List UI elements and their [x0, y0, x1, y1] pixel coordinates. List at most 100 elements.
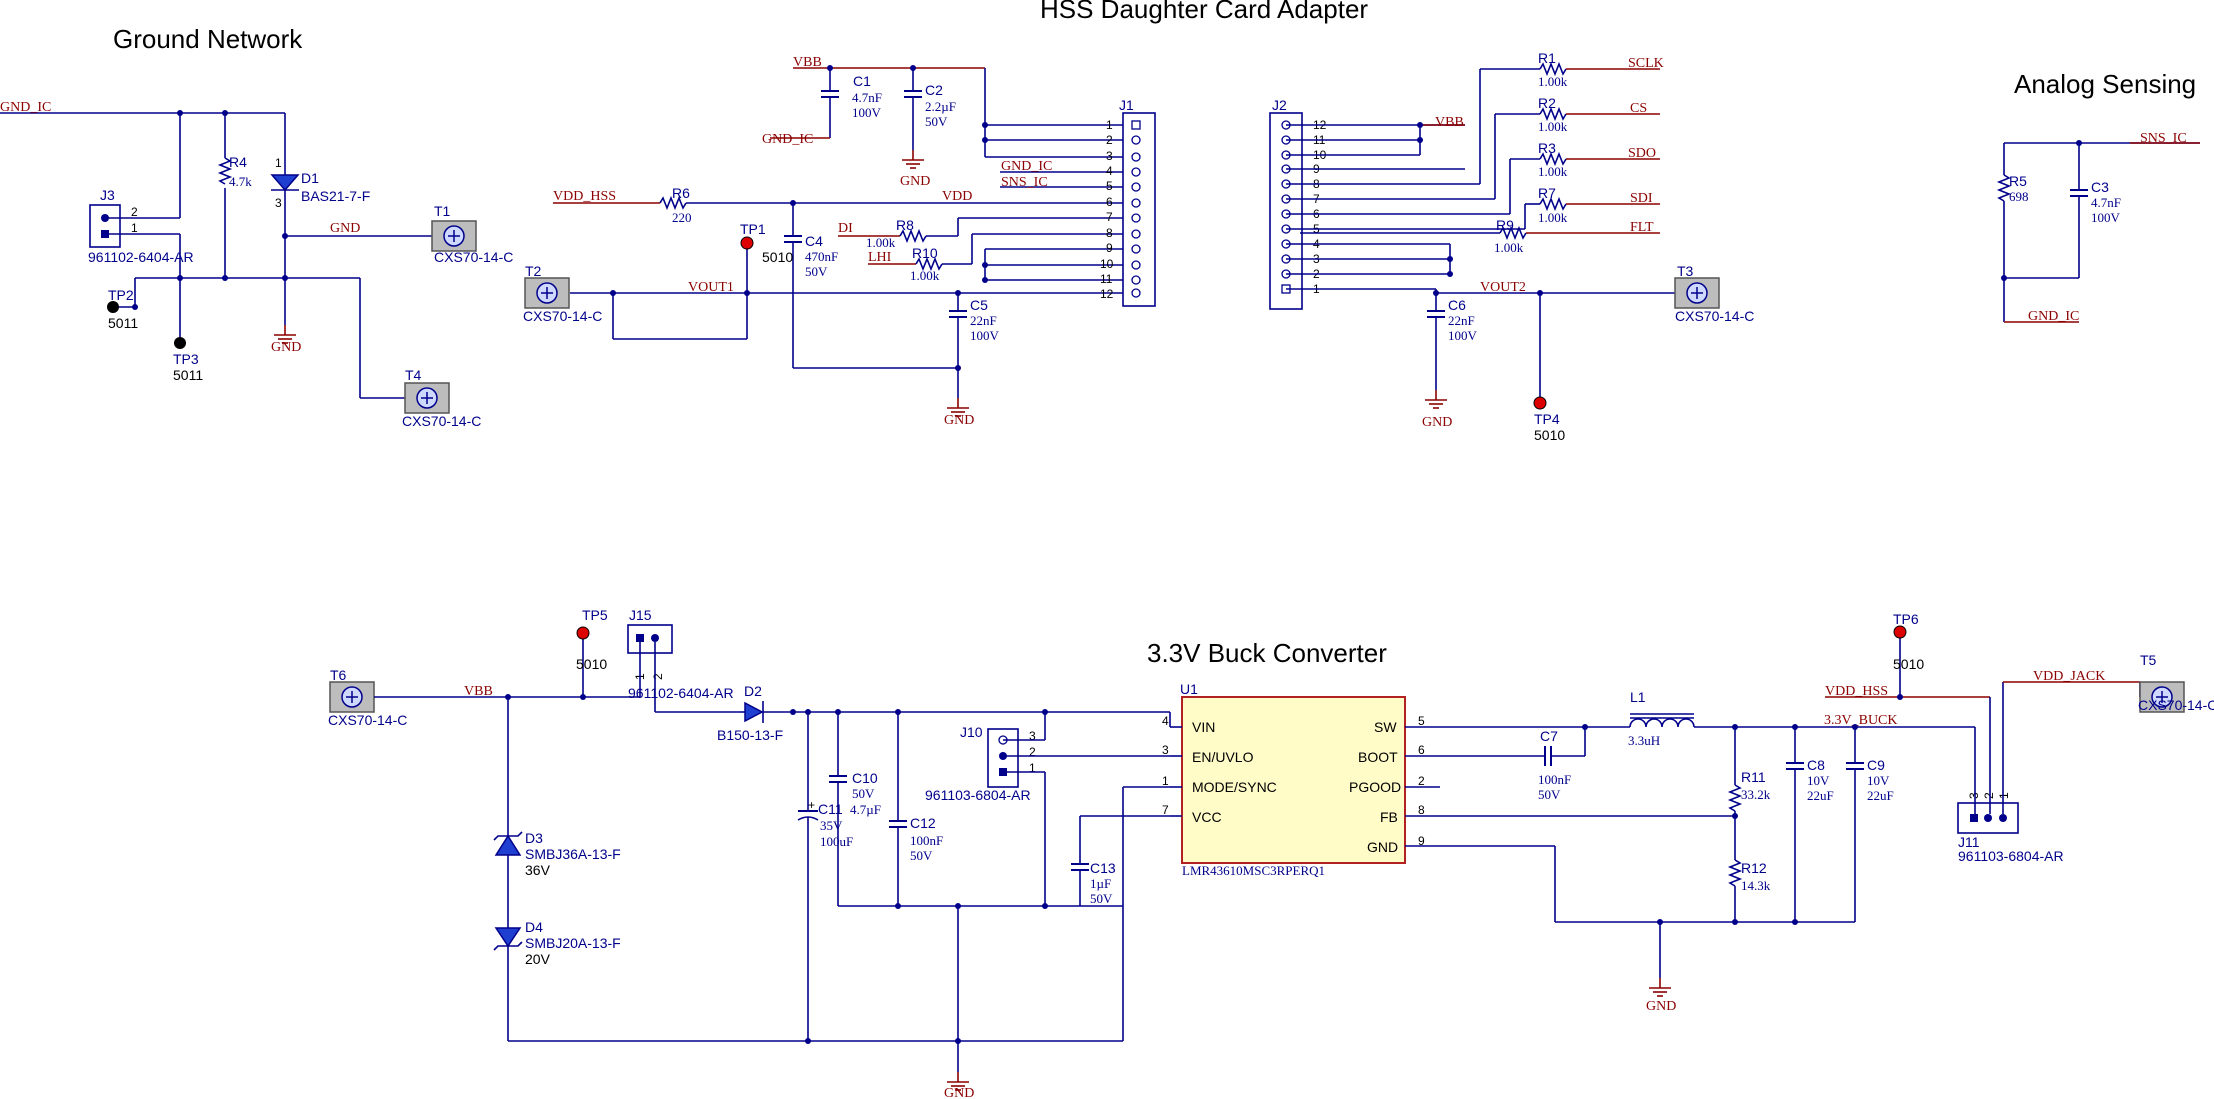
- test-point-tp4[interactable]: [1533, 396, 1547, 410]
- tp5-ref: TP5: [582, 607, 608, 623]
- test-point-tp1[interactable]: [740, 236, 754, 250]
- r10-ref: R10: [912, 245, 938, 261]
- tp6-ref: TP6: [1893, 611, 1919, 627]
- c7-value: 100nF: [1538, 772, 1571, 787]
- test-point-tp5[interactable]: [576, 626, 590, 640]
- r8-ref: R8: [896, 217, 914, 233]
- t5-part: CXS70-14-C: [2138, 697, 2214, 713]
- r12-value: 14.3k: [1741, 878, 1771, 893]
- d1-part: BAS21-7-F: [301, 188, 370, 204]
- j1-pin-num: 3: [1106, 149, 1113, 163]
- u1-pin-en-label: EN/UVLO: [1192, 749, 1254, 765]
- d2-part: B150-13-F: [717, 727, 783, 743]
- j2-pins: 12 11 10 9 8 7 6 5 4 3 2 1: [1313, 118, 1327, 296]
- u1-pin-vin-label: VIN: [1192, 719, 1215, 735]
- j1-ref: J1: [1119, 97, 1134, 113]
- r3-ref: R3: [1538, 140, 1556, 156]
- c11-value: 35V: [820, 818, 843, 833]
- j11-pin3: 3: [1967, 792, 1981, 799]
- terminal-t6[interactable]: [329, 681, 375, 713]
- c5-rating: 100V: [970, 328, 1000, 343]
- j11-pin1: 1: [1997, 792, 2011, 799]
- tp5-part: 5010: [576, 656, 607, 672]
- u1-pin-gnd-label: GND: [1367, 839, 1398, 855]
- gnd-label-c6: GND: [1422, 415, 1452, 430]
- c10-rating: 4.7µF: [850, 802, 881, 817]
- c12-ref: C12: [910, 815, 936, 831]
- diode-d2-symbol: [744, 701, 764, 723]
- d3-part: SMBJ36A-13-F: [525, 846, 621, 862]
- c5-ref: C5: [970, 297, 988, 313]
- d1-pin1: 1: [275, 156, 282, 170]
- net-label-cs: CS: [1630, 101, 1647, 116]
- buck-converter-title: 3.3V Buck Converter: [1147, 638, 1387, 668]
- net-label-flt: FLT: [1630, 220, 1654, 235]
- c4-ref: C4: [805, 233, 823, 249]
- c1-value: 4.7nF: [852, 90, 882, 105]
- c1-ref: C1: [853, 73, 871, 89]
- net-label-gnd-t1: GND: [330, 221, 360, 236]
- terminal-t4[interactable]: [404, 382, 450, 414]
- t2-part: CXS70-14-C: [523, 308, 602, 324]
- tp2-part: 5011: [108, 315, 138, 331]
- resistor-r3-symbol: [1539, 151, 1567, 167]
- r3-value: 1.00k: [1538, 164, 1568, 179]
- j1-pin-num: 7: [1106, 210, 1113, 224]
- c1-rating: 100V: [852, 105, 882, 120]
- connector-j3[interactable]: [89, 204, 121, 248]
- j3-part: 961102-6404-AR: [88, 249, 194, 265]
- u1-pin-mode-num: 1: [1162, 774, 1169, 788]
- tp4-ref: TP4: [1534, 411, 1560, 427]
- c8-rating: 22uF: [1807, 788, 1834, 803]
- r9-value: 1.00k: [1494, 240, 1524, 255]
- r4-ref: R4: [229, 154, 247, 170]
- j3-pin1: 1: [131, 221, 138, 235]
- r4-value: 4.7k: [229, 174, 252, 189]
- j1-pin-num: 1: [1106, 118, 1113, 132]
- resistor-r1-symbol: [1539, 61, 1567, 77]
- t4-part: CXS70-14-C: [402, 413, 481, 429]
- c13-rating: 50V: [1090, 891, 1113, 906]
- j1-pin-num: 8: [1106, 226, 1113, 240]
- ground-network-section: GND_IC R4 4.7k 1 3 D1 BAS21-7-F GND T1 C…: [0, 100, 513, 429]
- terminal-t1[interactable]: [431, 220, 477, 252]
- c2-value: 2.2µF: [925, 99, 956, 114]
- r11-value: 33.2k: [1741, 787, 1771, 802]
- resistor-r5-symbol: [1996, 174, 2012, 202]
- j2-ref: J2: [1272, 97, 1287, 113]
- terminal-t3[interactable]: [1674, 277, 1720, 309]
- d1-ref: D1: [301, 170, 319, 186]
- j10-ref: J10: [960, 724, 983, 740]
- tp2-ref: TP2: [108, 287, 134, 303]
- ground-network-title: Ground Network: [113, 24, 303, 54]
- ic-u1-body[interactable]: [1181, 696, 1406, 864]
- r9-ref: R9: [1496, 217, 1514, 233]
- c10-ref: C10: [852, 770, 878, 786]
- analog-sensing-section: SNS_IC R5 698 C3 4.7nF 100V GND_IC: [1996, 131, 2200, 324]
- d4-part: SMBJ20A-13-F: [525, 935, 621, 951]
- l1-ref: L1: [1630, 689, 1646, 705]
- resistor-r10-symbol: [915, 256, 943, 272]
- test-point-tp2[interactable]: [107, 301, 119, 313]
- net-label-gnd-ic-analog: GND_IC: [2028, 309, 2079, 324]
- c3-value: 4.7nF: [2091, 195, 2121, 210]
- analog-sensing-title: Analog Sensing: [2014, 69, 2196, 99]
- inductor-l1-symbol: [1629, 718, 1695, 728]
- t2-ref: T2: [525, 263, 542, 279]
- r7-value: 1.00k: [1538, 210, 1568, 225]
- gnd-label-ground-network: GND: [271, 340, 301, 355]
- terminal-t2[interactable]: [524, 277, 570, 309]
- gnd-label-c5: GND: [944, 413, 974, 428]
- tp3-part: 5011: [173, 367, 203, 383]
- tp6-part: 5010: [1893, 656, 1924, 672]
- r11-ref: R11: [1741, 769, 1766, 785]
- r1-ref: R1: [1538, 50, 1556, 66]
- connector-j15[interactable]: [627, 624, 673, 654]
- u1-part: LMR43610MSC3RPERQ1: [1182, 863, 1325, 878]
- test-point-tp6[interactable]: [1893, 625, 1907, 639]
- r10-value: 1.00k: [910, 268, 940, 283]
- connector-j1[interactable]: [1122, 112, 1156, 307]
- u1-pin-en-num: 3: [1162, 743, 1169, 757]
- test-point-tp3[interactable]: [174, 337, 186, 349]
- gnd-label-buck-output: GND: [1646, 999, 1676, 1014]
